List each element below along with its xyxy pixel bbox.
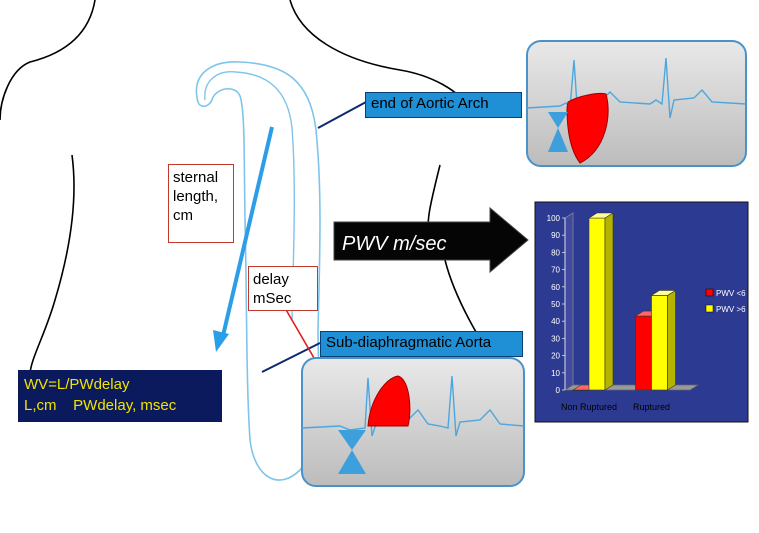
end-aortic-arch-label: end of Aortic Arch <box>365 92 522 118</box>
sternal-length-line-1: sternal <box>173 169 219 186</box>
delay-label: delay mSec <box>248 266 318 311</box>
bar-front <box>651 295 668 391</box>
bar-front <box>635 315 652 391</box>
sub-diaphragm-hourglass-bottom <box>338 450 366 474</box>
arch-connector-line <box>317 101 367 129</box>
x-tick-label: Ruptured <box>633 402 670 412</box>
sub-diaphragm-connector-line <box>261 342 321 373</box>
arch-hourglass-icon <box>548 112 568 128</box>
x-tick-label: Non Ruptured <box>561 402 617 412</box>
y-tick-label: 10 <box>551 369 560 378</box>
sub-diaphragm-waveform-panel <box>301 357 525 487</box>
y-tick-label: 60 <box>551 283 560 292</box>
pwv-arrow-shape <box>333 206 529 274</box>
sternal-arrow-head <box>213 330 229 352</box>
sternal-length-line-3: cm <box>173 207 193 224</box>
legend-label: PWV >6 <box>716 305 746 314</box>
bar-side <box>667 289 676 391</box>
y-tick-label: 30 <box>551 334 560 343</box>
formula-line-1: WV=L/PWdelay <box>24 376 130 393</box>
pwv-arrow-label: PWV m/sec <box>342 233 446 255</box>
sternal-length-line-2: length, <box>173 188 219 205</box>
pwv-formula-box: WV=L/PWdelay L,cm PWdelay, msec <box>18 370 222 422</box>
arch-pulse-wave <box>566 93 609 164</box>
formula-line-2: L,cm PWdelay, msec <box>24 397 177 414</box>
aortic-arch-waveform-panel <box>526 40 747 167</box>
torso-outline <box>0 0 506 381</box>
y-tick-label: 100 <box>547 214 561 223</box>
sub-diaphragm-hourglass-icon <box>338 430 366 450</box>
bar-top <box>650 290 677 296</box>
sternal-length-arrow <box>220 126 274 341</box>
bar-front <box>588 217 606 391</box>
arch-hourglass-bottom <box>548 128 568 152</box>
legend-swatch <box>705 304 714 313</box>
aorta-inner-outline <box>204 71 296 321</box>
y-tick-label: 50 <box>551 300 560 309</box>
bar-top <box>587 212 615 219</box>
delay-line-1: delay <box>253 271 289 288</box>
sub-diaphragm-ecg-trace <box>301 375 525 437</box>
y-tick-label: 80 <box>551 248 560 257</box>
delay-line-2: mSec <box>253 290 292 307</box>
y-tick-label: 90 <box>551 231 560 240</box>
y-tick-label: 0 <box>556 386 561 395</box>
sub-diaphragm-pulse-wave <box>367 375 411 427</box>
aorta-outline <box>195 61 321 481</box>
sternal-length-label: sternal length, cm <box>168 164 234 243</box>
legend-swatch <box>705 288 714 297</box>
bar-side <box>604 212 614 391</box>
chart-side-wall <box>564 212 574 391</box>
legend-label: PWV <6 <box>716 289 746 298</box>
sub-diaphragmatic-label: Sub-diaphragmatic Aorta <box>320 331 523 357</box>
y-tick-label: 40 <box>551 317 560 326</box>
y-tick-label: 70 <box>551 266 560 275</box>
y-tick-label: 20 <box>551 352 560 361</box>
